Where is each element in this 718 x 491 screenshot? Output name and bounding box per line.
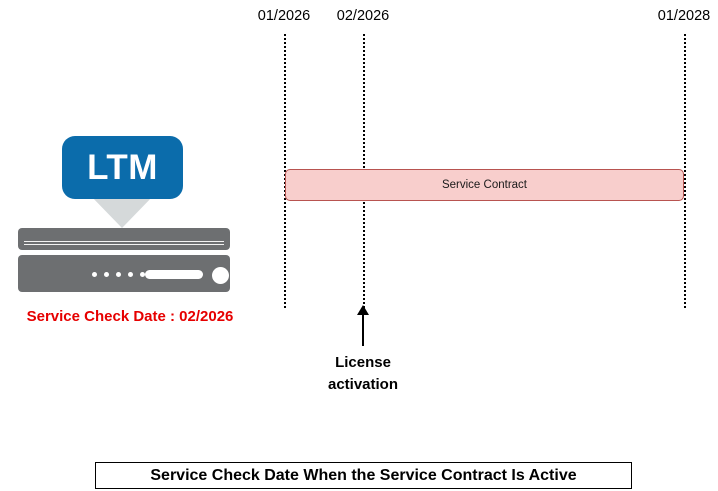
service-contract-bar: Service Contract: [285, 169, 684, 201]
license-activation-line-2: activation: [327, 376, 399, 393]
server-led-indicator: [116, 272, 121, 277]
timeline-label-02-2026: 02/2026: [336, 8, 390, 24]
server-led-indicator: [140, 272, 145, 277]
ltm-badge-label: LTM: [87, 147, 158, 187]
server-led-indicator: [128, 272, 133, 277]
service-check-date-text: Service Check Date : 02/2026: [26, 308, 234, 325]
ltm-device-graphic: LTM: [14, 136, 230, 292]
figure-caption-box: Service Check Date When the Service Cont…: [95, 462, 632, 489]
server-vent-line: [24, 244, 224, 245]
license-activation-line-1: License: [335, 354, 391, 371]
service-contract-label: Service Contract: [441, 179, 527, 191]
license-activation-arrow-line: [362, 310, 364, 346]
timeline-guide-01-2028: [684, 34, 686, 308]
server-led-indicator: [104, 272, 109, 277]
license-activation-label: License activation: [283, 352, 443, 396]
timeline-label-01-2028: 01/2028: [657, 8, 711, 24]
server-top-panel: [18, 228, 230, 250]
server-slot-icon: [145, 270, 203, 279]
ltm-badge-pointer-icon: [89, 194, 155, 228]
server-front-panel: [18, 255, 230, 292]
server-led-indicator: [92, 272, 97, 277]
server-vent-line: [24, 241, 224, 242]
ltm-badge: LTM: [62, 136, 183, 199]
timeline-label-01-2026: 01/2026: [257, 8, 311, 24]
server-power-button-icon: [212, 267, 229, 284]
figure-caption-text: Service Check Date When the Service Cont…: [150, 466, 577, 484]
